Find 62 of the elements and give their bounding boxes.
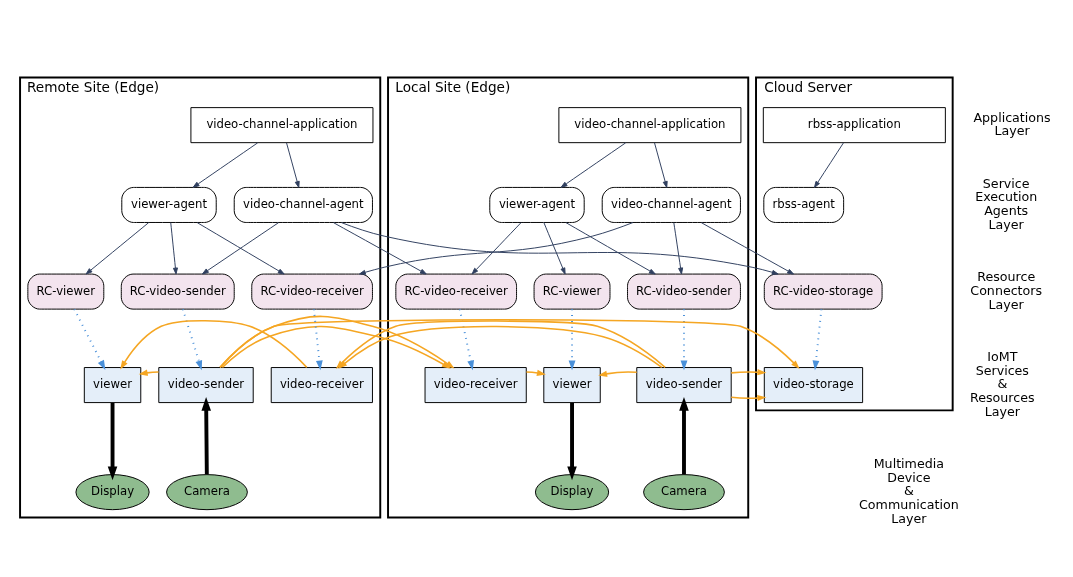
arrow bbox=[107, 402, 118, 481]
arrow bbox=[73, 308, 106, 371]
node-box: viewer-agent bbox=[489, 186, 585, 223]
arrow bbox=[458, 308, 475, 371]
node-box: video-channel-application bbox=[558, 107, 742, 144]
arrow bbox=[700, 222, 794, 275]
node-box: video-receiver bbox=[270, 367, 373, 404]
node-ellipse: Camera bbox=[643, 474, 725, 511]
arrow bbox=[312, 308, 323, 371]
arrow bbox=[814, 142, 844, 188]
node-box: viewer bbox=[543, 367, 601, 404]
node-box: video-storage bbox=[763, 367, 864, 404]
arrow bbox=[85, 222, 150, 275]
arrow bbox=[170, 222, 178, 275]
label: Applications Layer bbox=[973, 109, 1051, 139]
arrow bbox=[568, 308, 576, 371]
arrow bbox=[120, 319, 308, 370]
node-box: RC-video-sender bbox=[120, 273, 235, 310]
arrow bbox=[525, 369, 546, 376]
label: IoMT Services & Resources Layer bbox=[970, 349, 1035, 419]
arrow bbox=[812, 308, 823, 371]
node-box: RC-video-receiver bbox=[395, 273, 518, 310]
node-box: video-channel-application bbox=[190, 107, 374, 144]
arrow bbox=[543, 222, 566, 275]
node-box: video-receiver bbox=[424, 367, 527, 404]
label: Multimedia Device & Communication Layer bbox=[859, 456, 959, 526]
node-box: RC-video-receiver bbox=[251, 273, 373, 310]
arrow bbox=[560, 142, 627, 188]
node-box: video-sender bbox=[158, 367, 254, 404]
node-ellipse: Display bbox=[75, 474, 150, 511]
arrow bbox=[565, 222, 656, 275]
arrow bbox=[192, 142, 259, 188]
label: Service Execution Agents Layer bbox=[975, 175, 1038, 232]
node-box: rbss-application bbox=[762, 107, 946, 144]
node-box: RC-video-sender bbox=[627, 273, 741, 310]
node-box: video-channel-agent bbox=[601, 186, 741, 223]
arrow bbox=[201, 397, 211, 475]
arrow bbox=[654, 142, 668, 188]
arrow bbox=[679, 397, 689, 475]
arrow bbox=[181, 308, 203, 371]
node-box: RC-video-storage bbox=[763, 273, 883, 310]
node-box: RC-viewer bbox=[27, 273, 105, 310]
node-box: viewer-agent bbox=[121, 186, 217, 223]
node-box: rbss-agent bbox=[763, 186, 845, 223]
node-ellipse: Camera bbox=[166, 474, 248, 511]
node-box: viewer bbox=[83, 367, 142, 404]
arrow bbox=[680, 308, 688, 371]
arrow bbox=[286, 142, 300, 188]
arrow bbox=[567, 402, 577, 481]
arrow bbox=[340, 222, 779, 275]
node-box: video-channel-agent bbox=[233, 186, 373, 223]
arrow bbox=[358, 222, 634, 275]
arrow bbox=[333, 222, 427, 275]
node-ellipse: Display bbox=[534, 474, 610, 511]
arrow bbox=[138, 369, 160, 376]
arrow bbox=[730, 369, 767, 402]
arrow bbox=[673, 222, 684, 275]
arrow bbox=[471, 222, 522, 275]
node-box: video-sender bbox=[636, 367, 732, 404]
arrow bbox=[598, 370, 638, 377]
label: Resource Connectors Layer bbox=[970, 269, 1043, 312]
node-box: RC-viewer bbox=[533, 273, 611, 310]
